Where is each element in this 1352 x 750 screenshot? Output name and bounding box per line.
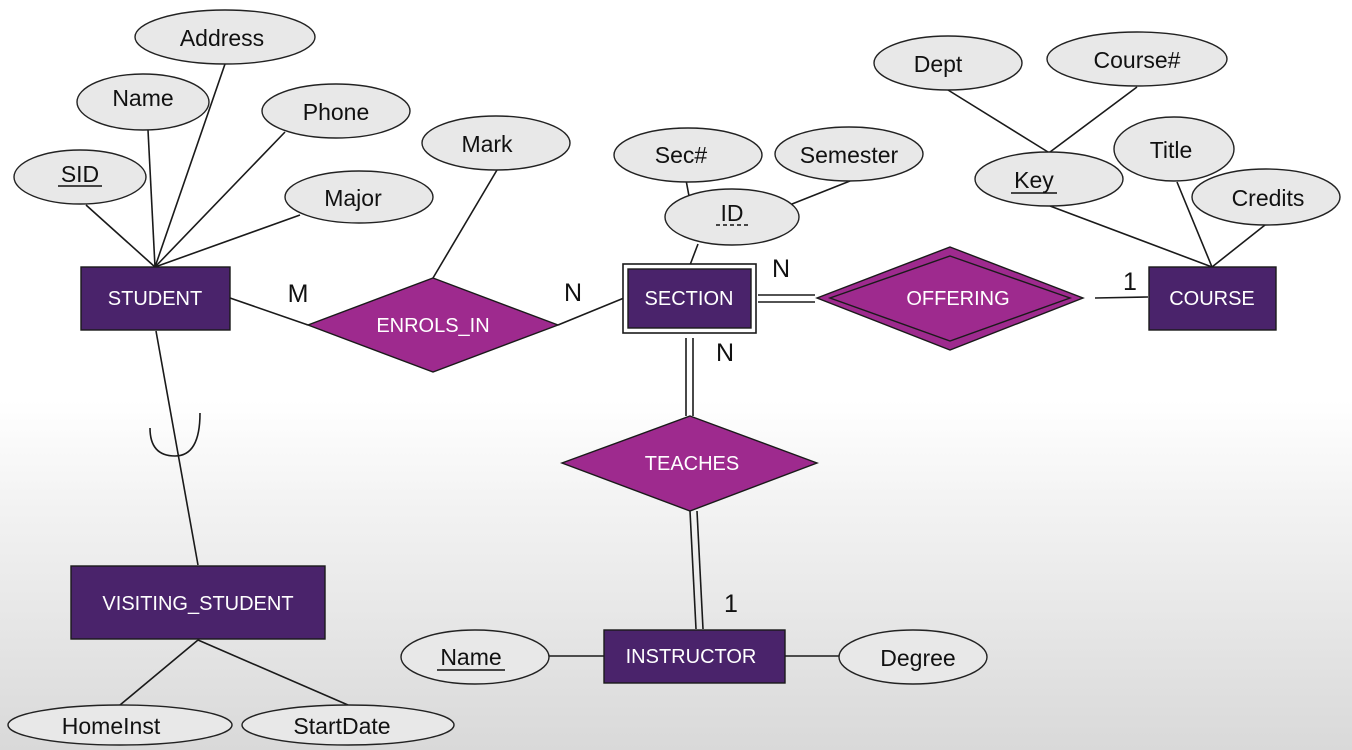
entity-visiting-student: VISITING_STUDENT: [70, 565, 326, 640]
line-student-major: [154, 214, 301, 268]
line-teaches-instructor-a: [689, 510, 697, 630]
attribute-dept: Dept: [873, 35, 1023, 91]
line-visiting-startdate: [197, 639, 349, 706]
attribute-home-inst: HomeInst: [7, 704, 233, 746]
attribute-title: Title: [1113, 116, 1235, 182]
attribute-degree-label: Degree: [880, 645, 955, 671]
connector-lines: [85, 63, 1266, 706]
entity-course-label: COURSE: [1169, 288, 1255, 310]
attribute-start-date: StartDate: [241, 704, 455, 746]
attribute-credits: Credits: [1191, 168, 1341, 226]
cardinality-section-offering: N: [772, 255, 790, 283]
attribute-sec-no: Sec#: [613, 127, 763, 183]
attribute-mark: Mark: [421, 115, 571, 171]
cardinality-section-teaches: N: [716, 339, 734, 367]
attribute-mark-label: Mark: [461, 131, 513, 157]
attribute-course-no: Course#: [1046, 31, 1228, 87]
attribute-phone-label: Phone: [303, 99, 370, 125]
cardinality-course-offering: 1: [1123, 268, 1137, 296]
attribute-phone: Phone: [261, 83, 411, 139]
line-enrols-mark: [432, 169, 498, 279]
relationship-teaches-label: TEACHES: [645, 453, 739, 475]
attribute-dept-label: Dept: [914, 51, 963, 77]
attribute-instructor-name: Name: [400, 629, 550, 685]
line-student-sid: [85, 204, 156, 268]
line-student-address: [154, 63, 226, 268]
attribute-key: Key: [974, 151, 1124, 207]
cardinality-instructor-teaches: 1: [724, 590, 738, 618]
line-teaches-instructor-b: [696, 510, 704, 630]
attribute-degree: Degree: [838, 629, 988, 685]
cardinality-section-enrols: N: [564, 279, 582, 307]
line-key-courseno: [1049, 86, 1138, 153]
entity-instructor: INSTRUCTOR: [603, 629, 786, 684]
relationship-offering: OFFERING: [815, 246, 1085, 351]
attribute-title-label: Title: [1150, 137, 1193, 163]
relationship-offering-label: OFFERING: [906, 288, 1009, 310]
entity-student-label: STUDENT: [108, 288, 202, 310]
entity-student: STUDENT: [80, 266, 231, 331]
line-student-enrols: [229, 297, 309, 326]
attribute-home-inst-label: HomeInst: [62, 713, 161, 739]
relationship-teaches: TEACHES: [559, 415, 819, 512]
line-visiting-homeinst: [119, 639, 199, 706]
attribute-semester: Semester: [774, 126, 924, 182]
line-offering-course: [1094, 296, 1149, 299]
attribute-major: Major: [284, 170, 434, 224]
attribute-sid-label: SID: [61, 161, 99, 187]
line-student-phone: [154, 131, 286, 268]
line-section-id: [689, 243, 699, 266]
relationship-enrols-in: ENROLS_IN: [306, 277, 560, 373]
attribute-major-label: Major: [324, 185, 382, 211]
relationship-enrols-in-label: ENROLS_IN: [376, 315, 489, 337]
attribute-address: Address: [134, 9, 316, 65]
line-student-visiting: [155, 330, 199, 566]
attribute-credits-label: Credits: [1232, 185, 1305, 211]
line-key-dept: [947, 89, 1049, 153]
cardinality-student-enrols: M: [288, 280, 309, 308]
line-course-key: [1049, 205, 1213, 268]
attribute-student-name: Name: [76, 73, 210, 131]
attribute-key-label: Key: [1014, 167, 1054, 193]
attribute-student-name-label: Name: [112, 85, 173, 111]
attribute-address-label: Address: [180, 25, 264, 51]
attribute-instructor-name-label: Name: [440, 644, 501, 670]
entity-course: COURSE: [1148, 266, 1277, 331]
attribute-sec-no-label: Sec#: [655, 142, 708, 168]
entity-section-label: SECTION: [645, 288, 734, 310]
attribute-section-id: ID: [664, 188, 800, 246]
line-semester-id: [791, 180, 851, 205]
entity-section: SECTION: [622, 263, 757, 334]
entity-visiting-student-label: VISITING_STUDENT: [102, 593, 293, 615]
attribute-section-id-label: ID: [721, 200, 744, 226]
entity-instructor-label: INSTRUCTOR: [626, 646, 757, 668]
attribute-semester-label: Semester: [800, 142, 899, 168]
line-enrols-section: [557, 297, 625, 326]
line-student-name: [147, 129, 156, 268]
line-course-title: [1176, 181, 1213, 268]
line-course-credits: [1211, 224, 1266, 268]
attribute-sid: SID: [13, 149, 147, 205]
attribute-start-date-label: StartDate: [293, 713, 390, 739]
subset-symbol: [149, 412, 201, 457]
attribute-course-no-label: Course#: [1094, 47, 1181, 73]
